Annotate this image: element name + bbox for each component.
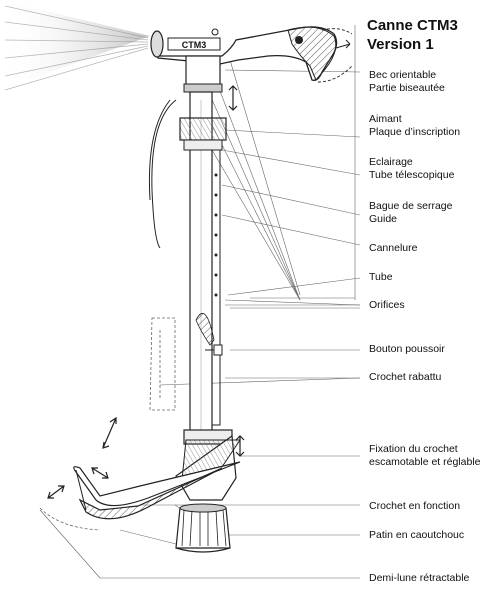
cane-handle: CTM3 <box>150 26 353 83</box>
label-line: Aimant <box>369 113 402 125</box>
half-moon-outline <box>39 507 101 531</box>
hook-mechanism <box>73 429 241 520</box>
diagram-title-line1: Canne CTM3 <box>367 17 458 34</box>
label-patin: Patin en caoutchouc <box>369 529 464 542</box>
push-button-part <box>205 344 223 356</box>
label-tube: Tube <box>369 271 393 284</box>
label-line: Patin en caoutchouc <box>369 529 465 541</box>
label-bec: Bec orientable Partie biseautée <box>369 69 445 95</box>
cane-shaft <box>148 55 227 433</box>
label-line: Bec orientable <box>369 69 437 81</box>
label-line: Tube télescopique <box>369 169 455 181</box>
label-line: Tube <box>369 271 393 283</box>
motion-arrows <box>47 85 245 499</box>
diagram-title-line2: Version 1 <box>367 36 434 53</box>
label-line: escamotable et réglable <box>369 456 481 468</box>
label-line: Bague de serrage <box>369 200 453 212</box>
label-line: Crochet rabattu <box>369 371 442 383</box>
label-cannelure: Cannelure <box>369 242 417 255</box>
label-line: Bouton poussoir <box>369 343 445 355</box>
label-demi-lune: Demi-lune rétractable <box>369 572 469 585</box>
label-line: Partie biseautée <box>369 82 445 94</box>
label-orifices: Orifices <box>369 299 405 312</box>
label-line: Plaque d’inscription <box>369 126 461 138</box>
label-line: Demi-lune rétractable <box>369 572 470 584</box>
label-line: Fixation du crochet <box>369 443 458 455</box>
handle-mark: CTM3 <box>182 40 207 50</box>
label-line: Crochet en fonction <box>369 500 461 512</box>
label-eclairage: Eclairage Tube télescopique <box>369 156 454 182</box>
label-bouton: Bouton poussoir <box>369 343 445 356</box>
label-bague: Bague de serrage Guide <box>369 200 452 226</box>
label-line: Eclairage <box>369 156 413 168</box>
label-line: Guide <box>369 213 398 225</box>
label-crochet-rabattu: Crochet rabattu <box>369 371 441 384</box>
label-fixation: Fixation du crochet escamotable et régla… <box>369 443 481 469</box>
label-line: Orifices <box>369 299 405 311</box>
fluting-and-holes <box>195 173 218 346</box>
label-aimant: Aimant Plaque d’inscription <box>369 113 460 139</box>
hook-folded-outline <box>149 317 176 411</box>
label-crochet-fonction: Crochet en fonction <box>369 500 460 513</box>
label-line: Cannelure <box>369 242 418 254</box>
rubber-foot <box>175 503 231 553</box>
light-beam <box>0 0 150 91</box>
